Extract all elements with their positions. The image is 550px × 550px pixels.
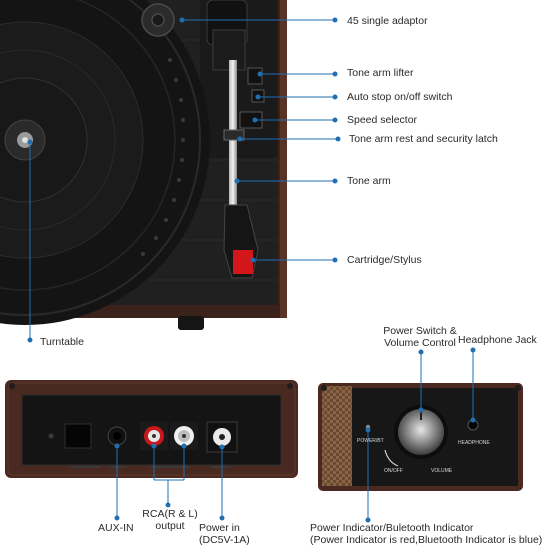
- label-aux-in: AUX-IN: [98, 522, 134, 534]
- label-indicator-line2: (Power Indicator is red,Bluetooth Indica…: [310, 534, 543, 546]
- side-panel: [318, 383, 523, 491]
- label-45-adaptor: 45 single adaptor: [347, 15, 428, 27]
- label-power-in-line2: (DC5V-1A): [199, 534, 250, 546]
- label-tone-arm-rest: Tone arm rest and security latch: [349, 133, 498, 145]
- label-rca-output: RCA(R & L) output: [140, 508, 200, 532]
- label-rca-line2: output: [155, 520, 185, 532]
- label-power-switch-line2: Volume Control: [384, 337, 456, 349]
- back-panel: [5, 380, 298, 478]
- label-cartridge-stylus: Cartridge/Stylus: [347, 254, 422, 266]
- label-turntable: Turntable: [40, 336, 84, 348]
- label-power-in-line1: Power in: [199, 522, 240, 534]
- label-power-in: Power in (DC5V-1A): [199, 522, 250, 546]
- label-indicator: Power Indicator/Buletooth Indicator (Pow…: [310, 522, 542, 546]
- panel-power-bt-text: POWER/BT: [357, 438, 384, 444]
- volume-knob: [398, 409, 444, 455]
- label-indicator-line1: Power Indicator/Buletooth Indicator: [310, 522, 474, 534]
- panel-onoff-text: ON/OFF: [384, 468, 403, 474]
- label-speed-selector: Speed selector: [347, 114, 418, 126]
- label-power-switch-line1: Power Switch &: [383, 325, 457, 337]
- label-power-switch: Power Switch & Volume Control: [360, 325, 480, 349]
- label-headphone-jack: Headphone Jack: [458, 334, 537, 346]
- panel-headphone-text: HEADPHONE: [458, 440, 490, 446]
- panel-volume-text: VOLUME: [431, 468, 453, 474]
- stylus: [233, 250, 253, 274]
- label-tone-arm: Tone arm: [347, 175, 391, 187]
- label-rca-line1: RCA(R & L): [142, 508, 198, 520]
- turntable-deck: [0, 0, 287, 330]
- label-tone-arm-lifter: Tone arm lifter: [347, 67, 414, 79]
- callout-lines: [27, 17, 476, 523]
- label-auto-stop-switch: Auto stop on/off switch: [347, 91, 453, 103]
- speaker-grille: [322, 386, 352, 486]
